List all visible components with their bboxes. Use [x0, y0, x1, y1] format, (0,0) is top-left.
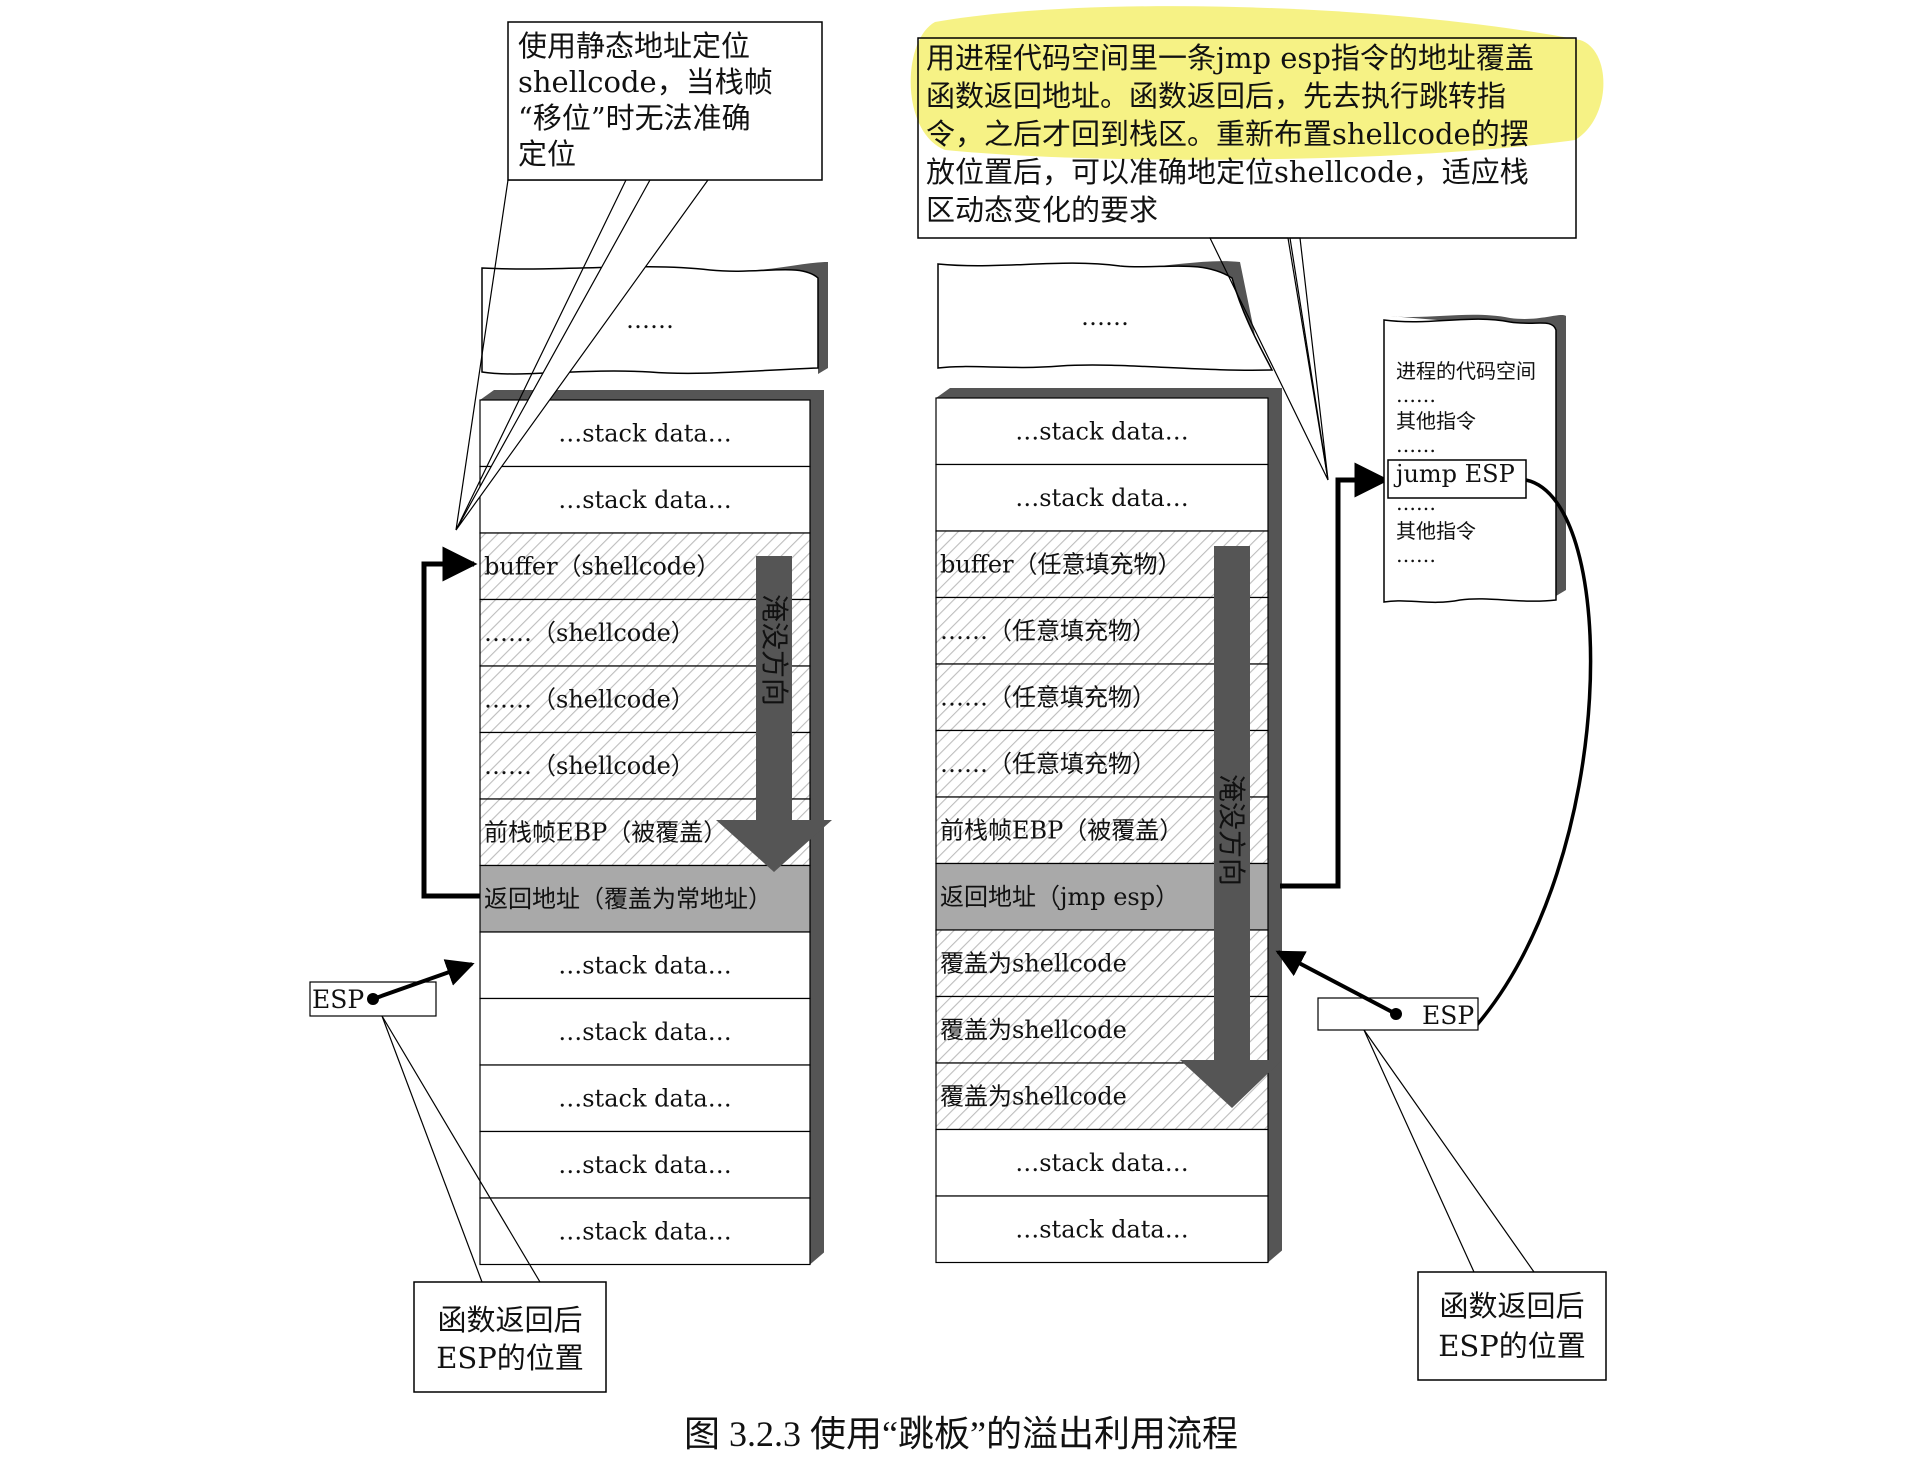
code-space-lines: 进程的代码空间……其他指令……jump ESP……其他指令……: [1387, 359, 1536, 567]
code-space-line: ……: [1396, 383, 1436, 407]
right-stack-cell-label: 覆盖为shellcode: [940, 1016, 1127, 1044]
callout-highlight: [910, 6, 1604, 160]
right-esp-marker: ESP: [1275, 950, 1479, 1031]
left-bottom-callout-line-2: ESP的位置: [436, 1341, 584, 1375]
left-stack-cell-label: buffer（shellcode）: [484, 552, 720, 580]
right-top-callout: 用进程代码空间里一条jmp esp指令的地址覆盖 函数返回地址。函数返回后，先去…: [917, 37, 1577, 481]
right-stack-cell-label: 覆盖为shellcode: [940, 1082, 1127, 1110]
right-stack-cell-label: buffer（任意填充物）: [940, 550, 1182, 578]
code-space-block: 进程的代码空间……其他指令……jump ESP……其他指令……: [1383, 314, 1566, 604]
right-stack-cell: [935, 530, 1269, 599]
left-esp-label: ESP: [312, 985, 364, 1014]
left-overflow-label: 淹没方向: [758, 594, 791, 706]
jump-esp-to-esp-curve: [1474, 478, 1593, 1028]
left-return-jump-line: [421, 546, 480, 899]
left-stack-cell: [479, 931, 811, 1000]
right-stack-cell-label: …stack data…: [1015, 1215, 1189, 1243]
left-stack-cell-label: …stack data…: [558, 1151, 732, 1179]
left-stack-cell: [479, 1197, 811, 1266]
left-stack-cell-label: …stack data…: [558, 1018, 732, 1046]
left-top-callout-line-4: 定位: [518, 137, 576, 171]
left-stack-cell: [479, 997, 811, 1066]
right-stack-cell-label: ……（任意填充物）: [940, 617, 1156, 645]
right-stack-cell-label: …stack data…: [1015, 417, 1189, 445]
right-stack-cell: [935, 596, 1269, 665]
left-stack-cell-label: 前栈帧EBP（被覆盖）: [484, 818, 727, 846]
right-return-to-code-line: [1280, 462, 1390, 889]
right-stack-cell-label: ……（任意填充物）: [940, 750, 1156, 778]
right-stack-cell-label: …stack data…: [1015, 484, 1189, 512]
right-overflow-arrow: 淹没方向: [1180, 546, 1282, 1108]
left-top-ellipsis: ……: [626, 306, 674, 334]
right-stack-cell: [935, 1128, 1269, 1197]
right-overflow-label: 淹没方向: [1215, 774, 1248, 886]
right-bottom-callout-line-1: 函数返回后: [1439, 1289, 1584, 1323]
code-space-line: ……: [1396, 433, 1436, 457]
left-stack-cell-label: 返回地址（覆盖为常地址）: [484, 885, 772, 913]
right-top-ellipsis: ……: [1081, 303, 1129, 331]
right-stack-cell: [935, 995, 1269, 1064]
left-stack-cell: [479, 465, 811, 534]
right-top-callout-line-5: 区动态变化的要求: [926, 193, 1158, 227]
left-top-torn-block: ……: [481, 262, 828, 375]
right-top-callout-line-1: 用进程代码空间里一条jmp esp指令的地址覆盖: [926, 41, 1534, 75]
left-stack-cell: [479, 598, 811, 667]
left-stack-cell: [479, 731, 811, 800]
left-top-callout-line-3: “移位”时无法准确: [518, 101, 751, 135]
left-top-callout-line-1: 使用静态地址定位: [518, 29, 750, 63]
right-stack-cell: [935, 463, 1269, 532]
left-top-callout-line-2: shellcode，当栈帧: [518, 65, 773, 99]
right-bottom-callout: 函数返回后 ESP的位置: [1363, 1029, 1607, 1381]
right-stack-cell: [935, 663, 1269, 732]
left-esp-marker: ESP: [309, 959, 475, 1017]
left-stack-cell: [479, 1064, 811, 1133]
code-space-line: ……: [1396, 491, 1436, 515]
right-top-callout-line-3: 令，之后才回到栈区。重新布置shellcode的摆: [926, 117, 1529, 151]
right-stack-cell-label: 前栈帧EBP（被覆盖）: [940, 816, 1183, 844]
right-stack-cell-label: ……（任意填充物）: [940, 683, 1156, 711]
left-bottom-callout: 函数返回后 ESP的位置: [381, 1015, 607, 1393]
right-stack-cell: [935, 729, 1269, 798]
code-space-line: 其他指令: [1396, 409, 1476, 433]
right-stack-cell: [935, 862, 1269, 931]
right-bottom-callout-line-2: ESP的位置: [1438, 1329, 1586, 1363]
left-stack-cell-label: …stack data…: [558, 1217, 732, 1245]
right-top-callout-line-4: 放位置后，可以准确地定位shellcode，适应栈: [926, 155, 1529, 189]
right-stack-cell: [935, 1195, 1269, 1264]
left-stack-cell-label: ……（shellcode）: [484, 752, 695, 780]
code-space-line: 其他指令: [1396, 519, 1476, 543]
left-stack-cell-label: ……（shellcode）: [484, 619, 695, 647]
left-top-callout: 使用静态地址定位 shellcode，当栈帧 “移位”时无法准确 定位: [455, 21, 823, 531]
jump-esp-box: [1387, 459, 1527, 499]
left-bottom-callout-line-1: 函数返回后: [437, 1303, 582, 1337]
figure-caption: 图 3.2.3 使用“跳板”的溢出利用流程: [684, 1414, 1238, 1454]
right-stack: …stack data… …stack data… buffer（任意填充物） ……（…: [935, 388, 1282, 1264]
right-stack-cell-label: 覆盖为shellcode: [940, 949, 1127, 977]
left-stack-cell-label: …stack data…: [558, 419, 732, 447]
code-space-line: jump ESP: [1393, 460, 1515, 488]
left-stack-cell-label: ……（shellcode）: [484, 685, 695, 713]
right-top-torn-block: ……: [937, 261, 1274, 371]
right-esp-label: ESP: [1422, 1001, 1474, 1030]
code-space-line: ……: [1396, 543, 1436, 567]
left-stack-cell: [479, 1130, 811, 1199]
left-stack-cell-label: …stack data…: [558, 1084, 732, 1112]
right-top-callout-line-2: 函数返回地址。函数返回后，先去执行跳转指: [926, 79, 1506, 113]
right-stack-cell: [935, 397, 1269, 466]
right-stack-cell-label: …stack data…: [1015, 1149, 1189, 1177]
left-stack-cell: [479, 864, 811, 933]
left-stack: …stack data… …stack data… buffer（shellcode…: [479, 390, 824, 1266]
left-overflow-arrow: 淹没方向: [716, 556, 832, 872]
left-stack-cell-label: …stack data…: [558, 486, 732, 514]
code-space-line: 进程的代码空间: [1396, 359, 1536, 383]
right-stack-cell-label: 返回地址（jmp esp）: [940, 883, 1179, 911]
left-stack-cell-label: …stack data…: [558, 951, 732, 979]
